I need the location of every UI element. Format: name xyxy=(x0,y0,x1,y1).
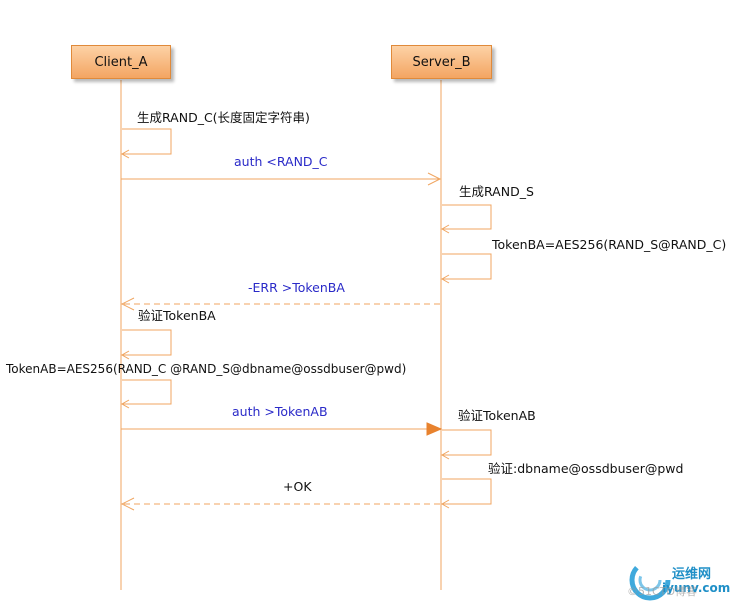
arrowhead xyxy=(440,274,450,284)
arrowhead-filled xyxy=(426,422,443,436)
label-verify-dbname: 验证:dbname@ossdbuser@pwd xyxy=(488,461,684,476)
arrowhead xyxy=(120,297,135,311)
watermark-site: iyunv.com xyxy=(662,581,731,595)
participant-client-a: Client_A xyxy=(71,45,171,79)
self-call-tokenab xyxy=(122,379,172,405)
arrowhead xyxy=(120,350,130,360)
participant-server-b: Server_B xyxy=(391,45,492,79)
label-tokenab: TokenAB=AES256(RAND_C @RAND_S@dbname@oss… xyxy=(6,362,407,376)
label-ok: +OK xyxy=(283,479,312,494)
arrowhead xyxy=(440,224,450,234)
self-call-verify-tokenab xyxy=(442,429,492,456)
watermark-logo xyxy=(629,559,671,601)
label-auth-tokenab: auth >TokenAB xyxy=(232,404,328,419)
self-call-rand-s xyxy=(442,204,492,230)
self-call-rand-c xyxy=(122,128,172,155)
arrowhead xyxy=(120,399,130,409)
label-verify-tokenab: 验证TokenAB xyxy=(458,408,536,423)
arrowhead xyxy=(427,172,442,186)
label-verify-tokenba: 验证TokenBA xyxy=(138,308,216,323)
self-call-tokenba xyxy=(442,253,492,280)
watermark-brand: 运维网 xyxy=(672,567,712,582)
label-auth-rand-c: auth <RAND_C xyxy=(234,154,328,169)
self-call-verify-tokenba xyxy=(122,329,172,356)
arrowhead xyxy=(120,149,130,159)
self-call-verify-dbname xyxy=(442,478,492,505)
label-tokenba: TokenBA=AES256(RAND_S@RAND_C) xyxy=(492,237,727,252)
arrowhead xyxy=(120,497,135,511)
label-generate-rand-c: 生成RAND_C(长度固定字符串) xyxy=(137,110,310,125)
arrowhead xyxy=(440,450,450,460)
label-err-tokenba: -ERR >TokenBA xyxy=(248,280,345,295)
arrowhead xyxy=(440,499,450,509)
watermark-blog: ©51CTO博客 xyxy=(627,585,698,598)
label-generate-rand-s: 生成RAND_S xyxy=(459,184,534,199)
